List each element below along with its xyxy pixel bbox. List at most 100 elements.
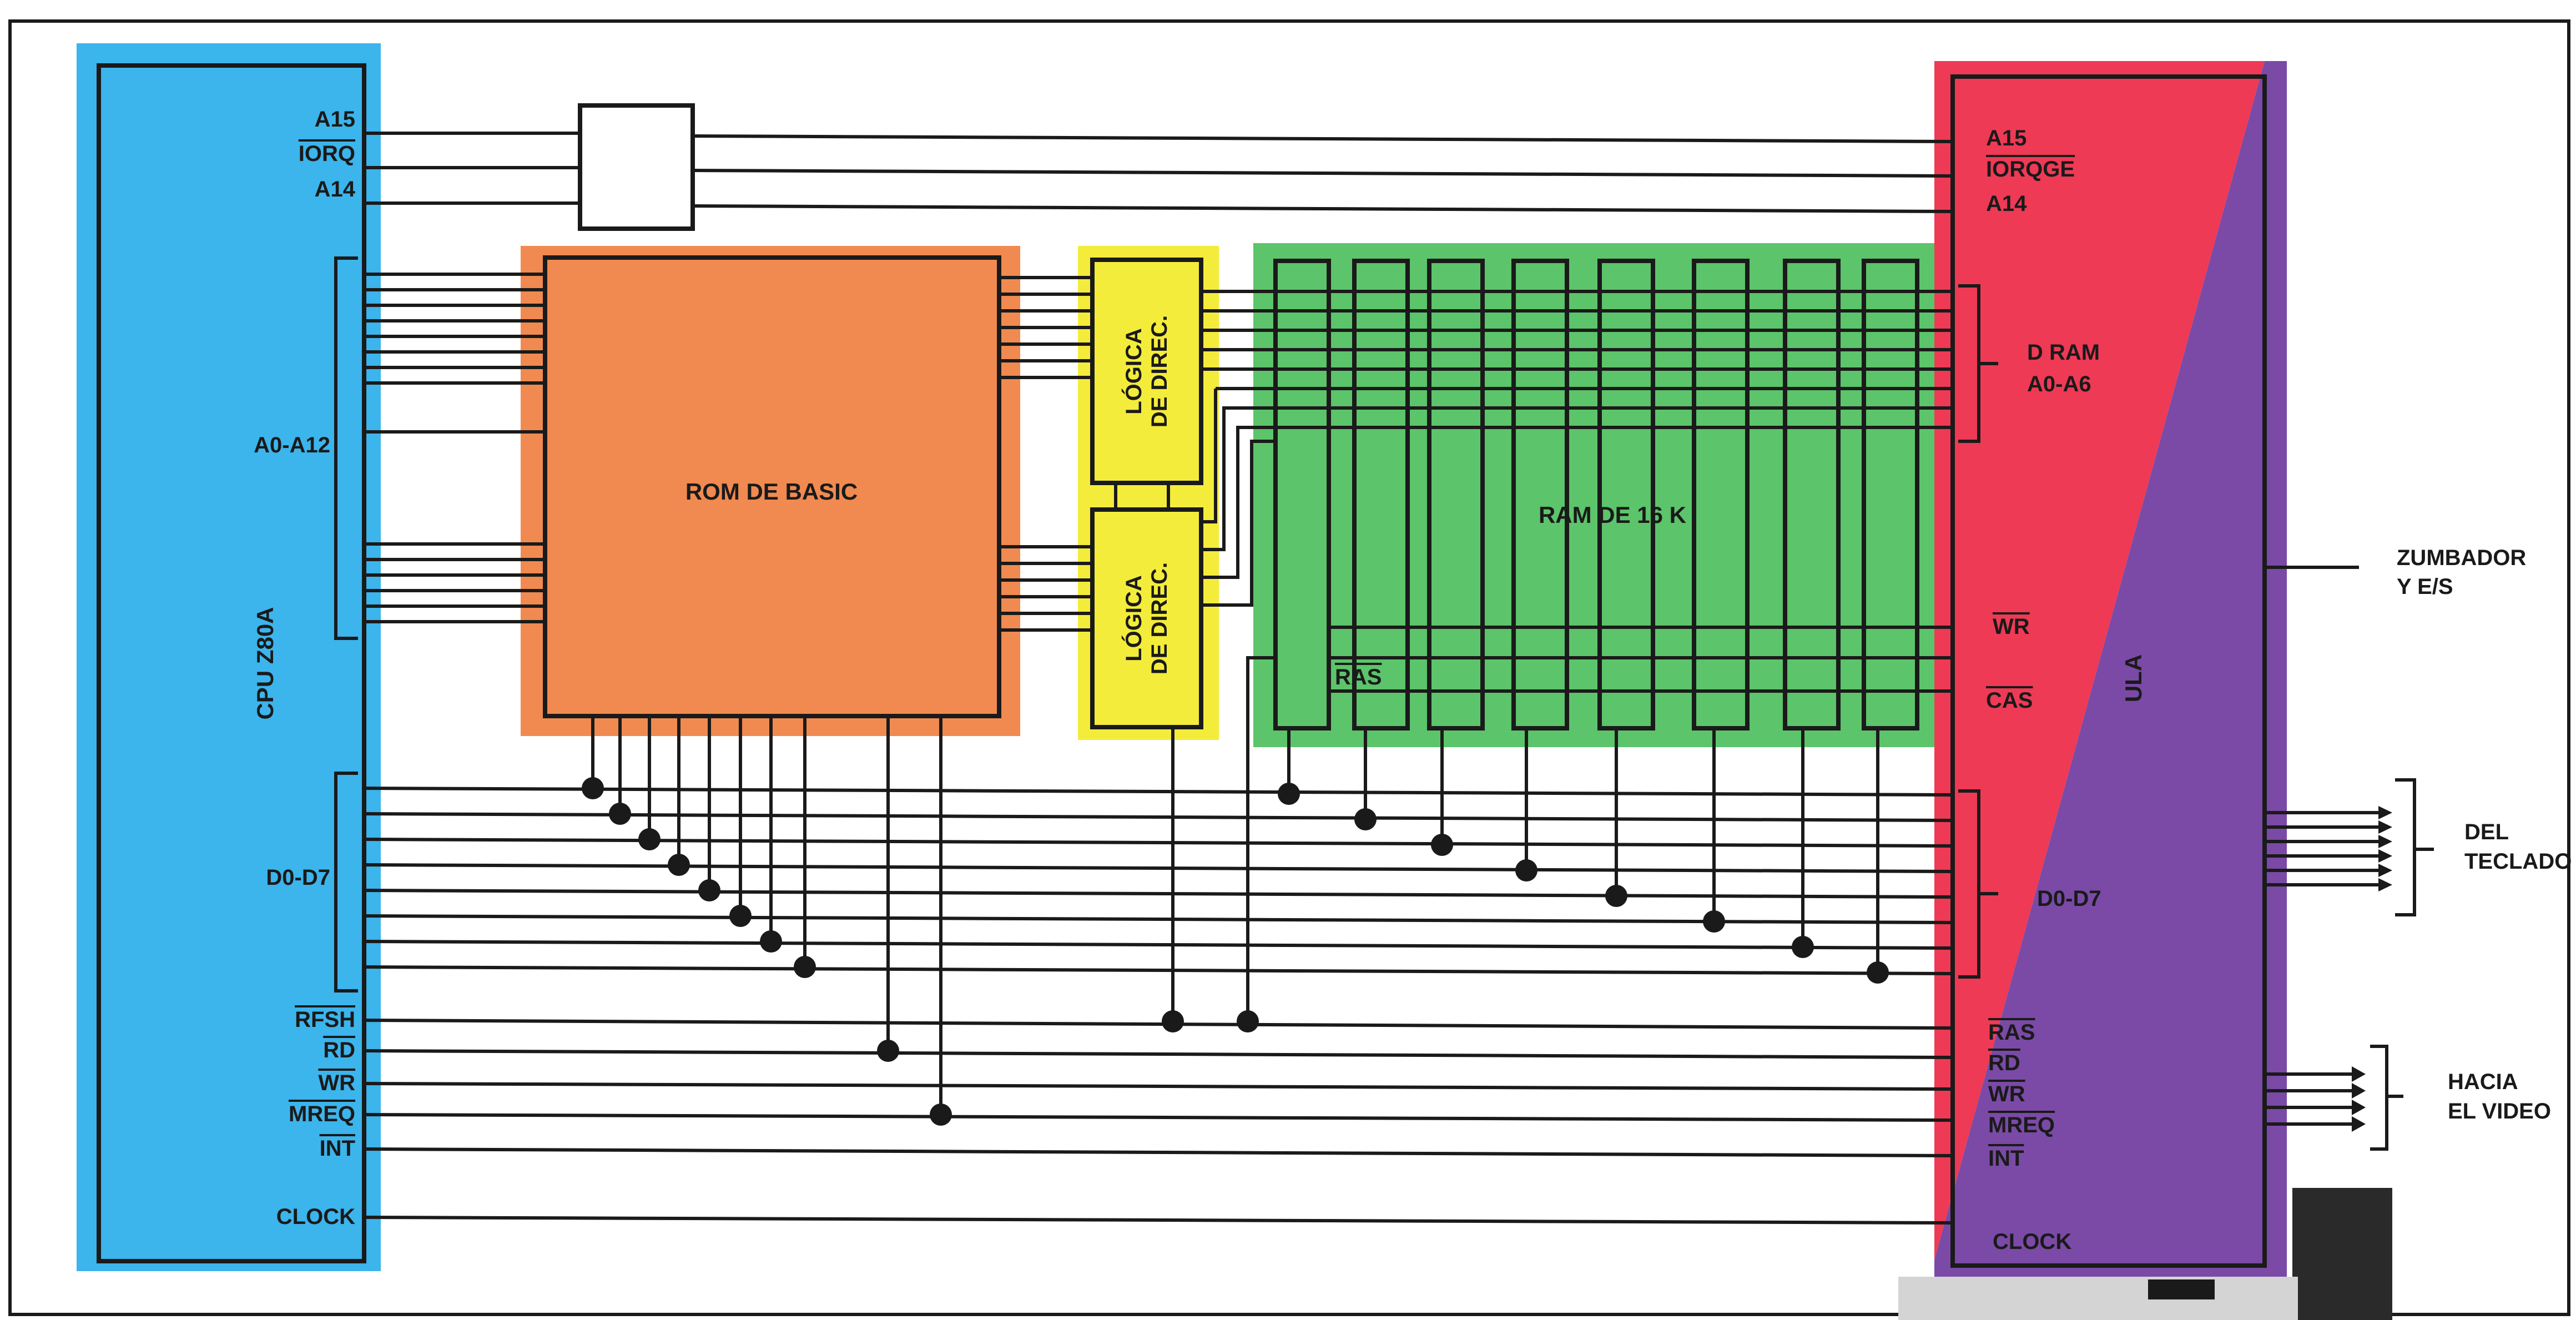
cpu-block-label: CPU Z80A [252, 607, 278, 719]
cpu-data-bus-label: D0-D7 [266, 865, 330, 890]
arrow-head [2352, 1083, 2366, 1099]
ula-pin-iorqge: IORQGE [1986, 157, 2075, 182]
junction-dot [760, 930, 782, 953]
ram-chip-group [1273, 259, 1919, 730]
buzzer-label-line1: ZUMBADOR [2397, 546, 2526, 570]
video-label-line1: HACIA [2448, 1070, 2518, 1094]
junction-dot [1162, 1010, 1184, 1032]
buzzer-label-line2: Y E/S [2397, 575, 2453, 599]
junction-dots [582, 777, 1889, 1126]
ram-chip [1511, 259, 1569, 730]
ram-pin-ras: RAS [1335, 665, 1382, 689]
arrow-head [2352, 1116, 2366, 1132]
junction-dot [1278, 783, 1300, 805]
video-arrows [2352, 1066, 2366, 1132]
ula-pin-mreq: MREQ [1988, 1113, 2055, 1137]
junction-dot [729, 905, 752, 927]
arrow-head [2378, 878, 2392, 891]
wire-a15 [692, 134, 1953, 143]
rom-block-label: ROM DE BASIC [685, 478, 858, 505]
ram-chip [1427, 259, 1485, 730]
wire-data [364, 863, 1953, 873]
junction-dot [668, 854, 690, 876]
ula-purple-region [1934, 61, 2287, 1277]
junction-dot [1867, 961, 1889, 984]
wire-dram-address [1201, 426, 1252, 579]
logic-bottom-chip [1090, 507, 1203, 729]
arrow-head [2352, 1066, 2366, 1082]
cpu-pin-clock: CLOCK [276, 1205, 355, 1229]
junction-dot [1703, 910, 1725, 933]
cpu-pin-iorq: IORQ [299, 142, 355, 166]
ula-dram-label: D RAM [2027, 340, 2100, 365]
junction-dot [1605, 885, 1627, 907]
ula-pin-rd: RD [1988, 1051, 2020, 1075]
keyboard-label-line1: DEL [2464, 820, 2509, 844]
ula-pin-int: INT [1988, 1146, 2024, 1171]
junction-dot [638, 828, 661, 850]
junction-dot [582, 777, 604, 799]
ula-pin-ras: RAS [1988, 1020, 2035, 1045]
wire-dram-address [1201, 406, 1235, 551]
wire-data [364, 889, 1953, 899]
logic-bottom-line2: DE DIREC. [1147, 562, 1172, 674]
data-bus-bracket [334, 772, 358, 992]
logic-top-line1: LÓGICA [1121, 328, 1146, 415]
wire-rfsh [364, 1019, 1953, 1030]
connector-photo-fragment [1898, 1188, 2392, 1320]
logic-top-line2: DE DIREC. [1147, 315, 1172, 427]
junction-dot [930, 1104, 952, 1126]
wire-dram-address [1201, 440, 1276, 607]
ram-chip [1692, 259, 1750, 730]
cpu-pin-int: INT [320, 1136, 355, 1161]
ula-block-label: ULA [2120, 654, 2146, 702]
ula-pin-wr2: WR [1988, 1082, 2025, 1106]
wire-wr [364, 1082, 1953, 1091]
arrow-head [2378, 835, 2392, 848]
keyboard-bracket [2395, 778, 2416, 916]
ula-pin-a14: A14 [1986, 192, 2027, 216]
wire-clock [364, 1216, 1953, 1225]
ula-pin-cas: CAS [1986, 688, 2033, 713]
wire-mreq [364, 1113, 1953, 1122]
rom-block-background [521, 246, 1020, 736]
junction-dot [1237, 1010, 1259, 1032]
arrow-head [2352, 1100, 2366, 1115]
ula-pin-wr: WR [1993, 614, 2030, 639]
ram-chip [1352, 259, 1410, 730]
junction-dot [1354, 808, 1377, 830]
logic-bottom-label: LÓGICA DE DIREC. [1121, 562, 1172, 674]
cpu-address-bus-label: A0-A12 [254, 433, 330, 457]
ram-chip [1597, 259, 1655, 730]
connector-cable [1898, 1277, 2298, 1320]
cpu-block-background [77, 43, 381, 1271]
connector-body [2292, 1188, 2392, 1320]
junction-dot [794, 956, 816, 978]
logic-bottom-line1: LÓGICA [1121, 575, 1146, 662]
wire-iorq [692, 169, 1953, 178]
ula-pin-a15: A15 [1986, 126, 2026, 150]
wires [334, 132, 2434, 1225]
wire-data [364, 838, 1953, 848]
keyboard-label-line2: TECLADO [2464, 849, 2572, 874]
ula-dram-address-label: A0-A6 [2027, 372, 2091, 396]
wire-ram-ras [1246, 656, 1276, 1021]
wire-data [364, 914, 1953, 924]
arrow-head [2378, 820, 2392, 834]
keyboard-arrows [2378, 806, 2392, 891]
video-label-line2: EL VIDEO [2448, 1099, 2551, 1123]
cpu-pin-a14: A14 [315, 177, 356, 201]
wire-rd [364, 1049, 1953, 1059]
arrow-head [2378, 864, 2392, 877]
wire-int [364, 1147, 1953, 1157]
ula-block-outline [1950, 74, 2267, 1268]
address-bus-bracket [334, 256, 358, 640]
decoder-chip [578, 103, 695, 231]
cpu-pin-mreq: MREQ [289, 1102, 355, 1126]
ram-block-label: RAM DE 16 K [1539, 502, 1686, 528]
logic-top-label: LÓGICA DE DIREC. [1121, 315, 1172, 427]
wire-a14 [692, 204, 1953, 213]
ram-chip [1273, 259, 1331, 730]
wire-data [364, 965, 1953, 975]
